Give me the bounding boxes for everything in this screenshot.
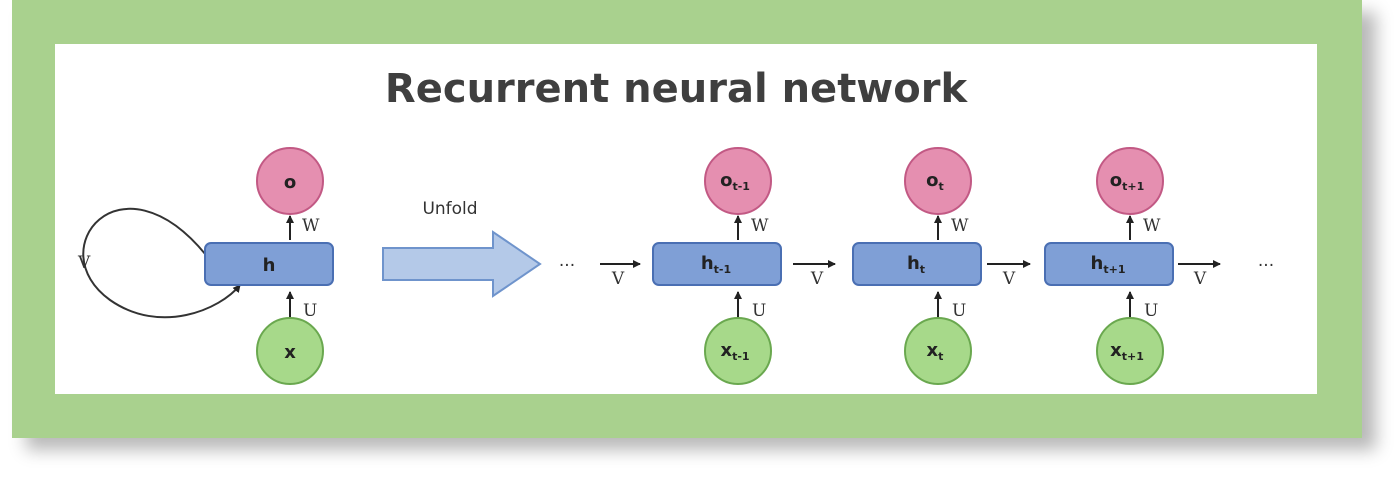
- v-weight-label-2: V: [1002, 269, 1016, 289]
- unfold-arrow: Unfold: [382, 199, 542, 298]
- loop-weight-v: V: [77, 253, 91, 273]
- step-1-input-label: xt: [927, 340, 944, 363]
- step-2-output-label-main: o: [1110, 170, 1122, 191]
- step-0-output-label-sub: t-1: [732, 180, 749, 193]
- step-1-hidden-label: ht: [907, 253, 925, 276]
- step-0-input-node: [704, 317, 772, 385]
- step-0-input-label-main: x: [720, 340, 732, 361]
- step-2-hidden-label: ht+1: [1091, 253, 1126, 276]
- step-2-weight-u: U: [1144, 301, 1158, 321]
- folded-hidden-node: [204, 242, 334, 286]
- step-0-output-node: [704, 147, 772, 215]
- step-1-output-label-sub: t: [939, 180, 944, 193]
- step-1-hidden-label-sub: t: [920, 263, 925, 276]
- v-weight-label-0: V: [611, 269, 625, 289]
- step-2-hidden-node: [1044, 242, 1174, 286]
- folded-input-node: [256, 317, 324, 385]
- step-2-input-label-sub: t+1: [1122, 350, 1144, 363]
- v-weight-label-1: V: [810, 269, 824, 289]
- step-1-output-node: [904, 147, 972, 215]
- step-1-output-label: ot: [926, 170, 944, 193]
- folded-output-node: [256, 147, 324, 215]
- step-1-input-node: [904, 317, 972, 385]
- step-1-output-label-main: o: [926, 170, 938, 191]
- v-weight-label-3: V: [1193, 269, 1207, 289]
- recurrent-loop: [82, 207, 241, 319]
- step-2-weight-w: W: [1143, 216, 1161, 236]
- ellipsis-right: ···: [1258, 256, 1274, 276]
- step-0-output-label: ot-1: [720, 170, 750, 193]
- step-0-hidden-label-sub: t-1: [714, 263, 731, 276]
- step-0-hidden-label: ht-1: [701, 253, 731, 276]
- step-2-input-label: xt+1: [1110, 340, 1144, 363]
- step-2-hidden-label-main: h: [1091, 253, 1104, 274]
- unfold-label: Unfold: [422, 199, 477, 219]
- folded-network: V o W h U x: [77, 147, 334, 385]
- folded-weight-u: U: [303, 301, 317, 321]
- step-2-input-node: [1096, 317, 1164, 385]
- ellipsis-left: ···: [559, 256, 575, 276]
- step-2-output-node: [1096, 147, 1164, 215]
- step-1-weight-u: U: [952, 301, 966, 321]
- step-0-input-label: xt-1: [720, 340, 749, 363]
- diagram-title: Recurrent neural network: [385, 66, 969, 112]
- step-1-weight-w: W: [951, 216, 969, 236]
- step-0-input-label-sub: t-1: [732, 350, 749, 363]
- folded-output-label: o: [284, 172, 296, 193]
- step-1-hidden-node: [852, 242, 982, 286]
- folded-hidden-label: h: [263, 255, 276, 276]
- step-1-hidden-label-main: h: [907, 253, 920, 274]
- step-1-input-label-sub: t: [938, 350, 943, 363]
- step-1-input-label-main: x: [927, 340, 939, 361]
- folded-input-label: x: [284, 342, 296, 363]
- unfold-arrow-shape: [382, 230, 542, 298]
- folded-weight-w: W: [302, 216, 320, 236]
- step-2-hidden-label-sub: t+1: [1103, 263, 1125, 276]
- step-0-output-label-main: o: [720, 170, 732, 191]
- step-2-output-label: ot+1: [1110, 170, 1145, 193]
- step-2-output-label-sub: t+1: [1122, 180, 1144, 193]
- step-0-hidden-label-main: h: [701, 253, 714, 274]
- step-0-weight-w: W: [751, 216, 769, 236]
- step-0-hidden-node: [652, 242, 782, 286]
- step-0-weight-u: U: [752, 301, 766, 321]
- step-2-input-label-main: x: [1110, 340, 1122, 361]
